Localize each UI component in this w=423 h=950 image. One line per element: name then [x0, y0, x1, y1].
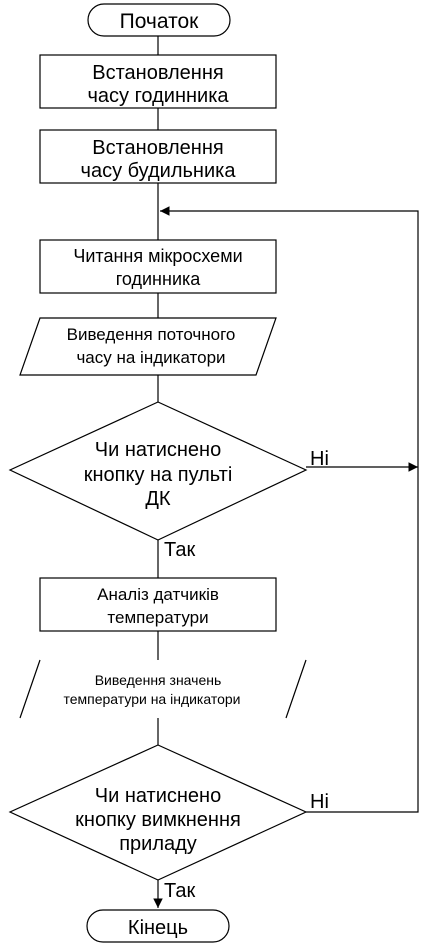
start-label: Початок	[120, 10, 200, 33]
set-alarm-time-line1: Встановлення	[92, 137, 223, 159]
power-off-line1: Чи натиснено	[95, 785, 221, 807]
end-terminator: Кінець	[86, 909, 230, 943]
analyze-temp-sensors-line2: температури	[107, 608, 208, 627]
power-off-no-label: Ні	[310, 791, 329, 813]
remote-button-decision: Чи натиснено кнопку на пульті ДК	[8, 401, 308, 541]
output-temperature-io: Виведення значень температури на індикат…	[19, 659, 307, 719]
power-off-line3: приладу	[119, 833, 197, 855]
set-alarm-time-process: Встановлення часу будильника	[39, 129, 277, 184]
remote-button-yes-label: Так	[164, 539, 195, 561]
remote-button-no-label: Ні	[310, 448, 329, 470]
output-current-time-line1: Виведення поточного	[67, 325, 236, 344]
start-terminator: Початок	[87, 3, 231, 37]
remote-button-line1: Чи натиснено	[95, 439, 221, 461]
power-off-line2: кнопку вимкнення	[75, 809, 241, 831]
set-clock-time-process: Встановлення часу годинника	[39, 54, 277, 109]
power-off-yes-label: Так	[164, 880, 195, 902]
read-clock-chip-process: Читання мікросхеми годинника	[39, 239, 277, 294]
set-alarm-time-line2: часу будильника	[81, 160, 237, 182]
loop-back-line	[160, 206, 419, 813]
connectors	[153, 36, 419, 908]
analyze-temp-sensors-process: Аналіз датчиків температури	[39, 577, 277, 632]
read-clock-chip-line2: годинника	[116, 269, 202, 289]
read-clock-chip-line1: Читання мікросхеми	[73, 246, 242, 266]
output-current-time-io: Виведення поточного часу на індикатори	[19, 317, 277, 376]
remote-button-line2: кнопку на пульті	[84, 464, 233, 486]
remote-button-line3: ДК	[145, 488, 171, 510]
output-temperature-line1: Виведення значень	[95, 672, 222, 688]
output-temperature-line2: температури на індикатори	[63, 691, 240, 707]
set-clock-time-line2: часу годинника	[87, 85, 229, 107]
analyze-temp-sensors-line1: Аналіз датчиків	[97, 585, 219, 604]
power-off-decision: Чи натиснено кнопку вимкнення приладу	[8, 744, 308, 881]
end-label: Кінець	[128, 917, 188, 939]
set-clock-time-line1: Встановлення	[92, 62, 223, 84]
output-current-time-line2: часу на індикатори	[76, 348, 225, 367]
